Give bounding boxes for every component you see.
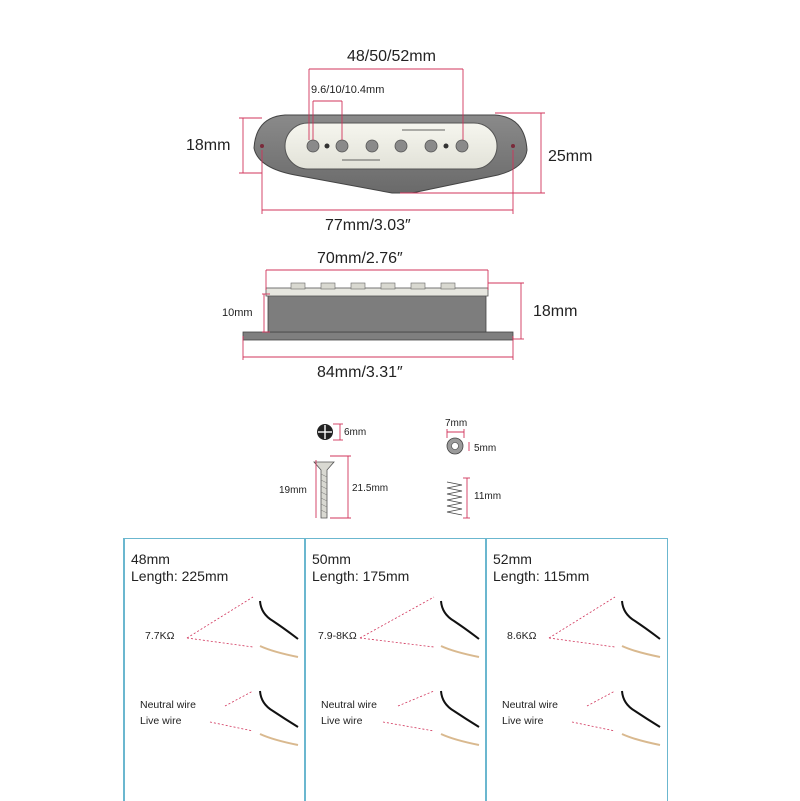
panel-size-label: 48mm Length: 225mm xyxy=(131,551,228,585)
pickup-size: 52mm xyxy=(493,551,532,567)
panel-size-label: 50mm Length: 175mm xyxy=(312,551,409,585)
live-wire-label: Live wire xyxy=(140,715,182,727)
base-length-label: 84mm/3.31″ xyxy=(317,364,403,381)
height-left-label: 18mm xyxy=(186,137,231,154)
screw-shank-label: 19mm xyxy=(279,485,307,496)
wire-length: Length: 175mm xyxy=(312,568,410,584)
resistance-label: 8.6KΩ xyxy=(507,630,537,642)
pickup-size: 48mm xyxy=(131,551,170,567)
total-height-label: 18mm xyxy=(533,303,578,320)
wire-illustration xyxy=(548,596,661,746)
neutral-wire-label: Neutral wire xyxy=(140,699,197,711)
side-view xyxy=(242,282,514,341)
wiring-panel-48mm: 48mm Length: 225mm 7.7KΩ Neutral wire Li… xyxy=(123,539,304,801)
live-wire-label: Live wire xyxy=(502,715,544,727)
wiring-panel-50mm: 50mm Length: 175mm 7.9-8KΩ Neutral wire … xyxy=(304,539,485,801)
cover-height-label: 10mm xyxy=(222,307,253,319)
washer-inner-label: 5mm xyxy=(474,443,497,454)
top-view-dimensions xyxy=(239,68,545,214)
top-length-label: 70mm/2.76″ xyxy=(317,250,403,267)
neutral-wire-label: Neutral wire xyxy=(321,699,378,711)
wire-length: Length: 225mm xyxy=(131,568,229,584)
live-wire-label: Live wire xyxy=(321,715,363,727)
screw-icon xyxy=(313,461,335,519)
side-view-dimensions xyxy=(242,269,524,360)
wiring-panel-52mm: 52mm Length: 115mm 8.6KΩ Neutral wire Li… xyxy=(485,539,668,801)
wire-illustration xyxy=(186,596,299,746)
neutral-wire-label: Neutral wire xyxy=(502,699,559,711)
wiring-panels: 48mm Length: 225mm 7.7KΩ Neutral wire Li… xyxy=(123,538,668,801)
screw-head-label: 6mm xyxy=(344,427,367,438)
spring-icon xyxy=(446,481,463,516)
height-right-label: 25mm xyxy=(548,148,593,165)
screw-head-icon xyxy=(317,424,333,440)
pole-spacing-label: 9.6/10/10.4mm xyxy=(311,84,385,96)
resistance-label: 7.7KΩ xyxy=(145,630,175,642)
washer-icon xyxy=(446,437,464,455)
spring-label: 11mm xyxy=(474,491,502,502)
screw-total-label: 21.5mm xyxy=(352,483,389,494)
panel-size-label: 52mm Length: 115mm xyxy=(493,551,589,585)
total-spacing-label: 48/50/52mm xyxy=(347,48,436,65)
length-label: 77mm/3.03″ xyxy=(325,217,411,234)
hardware-dimensions xyxy=(315,423,470,519)
resistance-label: 7.9-8KΩ xyxy=(318,630,357,642)
pickup-size: 50mm xyxy=(312,551,351,567)
washer-outer-label: 7mm xyxy=(445,418,468,429)
wire-illustration xyxy=(359,596,480,746)
wire-length: Length: 115mm xyxy=(493,568,590,584)
top-view-cover xyxy=(284,122,498,170)
